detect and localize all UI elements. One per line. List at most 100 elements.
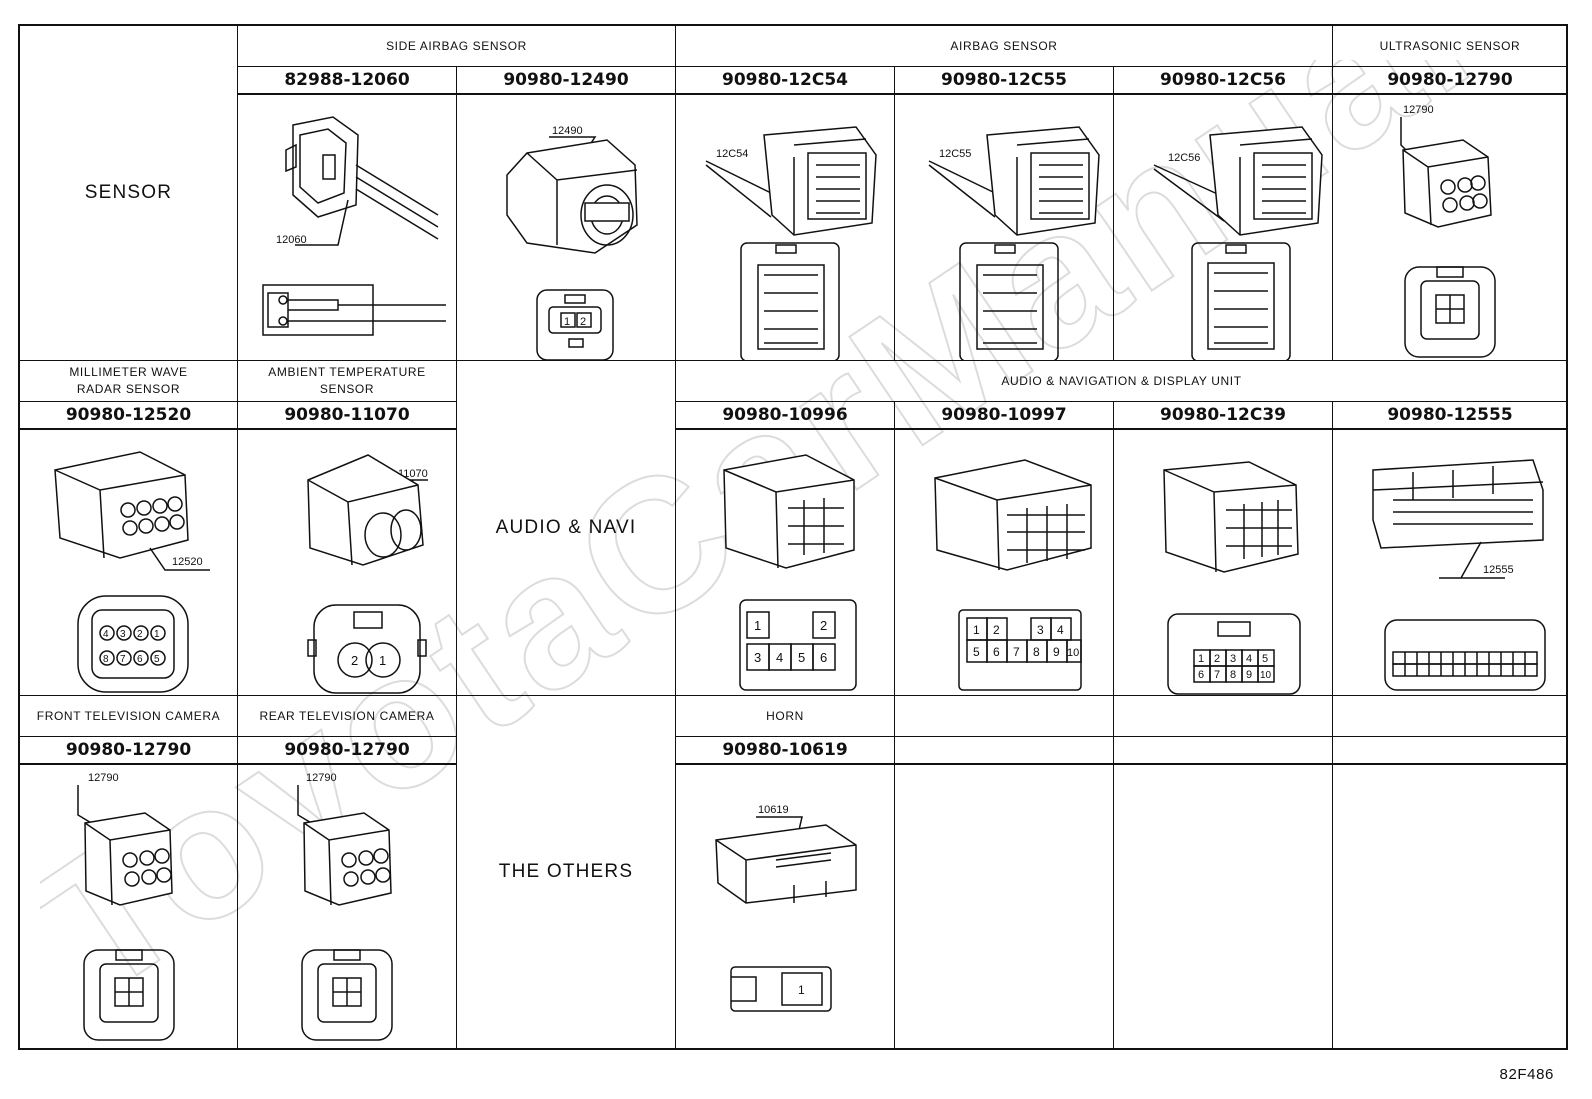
part-number-90980-12C39: 90980-12C39: [1114, 402, 1333, 430]
part-number-90980-12790: 90980-12790: [1333, 67, 1568, 95]
svg-text:2: 2: [820, 618, 827, 633]
empty-drawing-cell: [1114, 765, 1333, 1048]
svg-text:6: 6: [137, 654, 143, 665]
svg-text:4: 4: [776, 650, 783, 665]
svg-text:9: 9: [1246, 669, 1252, 681]
the-others-group-cell: THE OTHERS: [457, 696, 676, 1048]
svg-text:8: 8: [1033, 645, 1040, 659]
connector-drawing-12520: 12520 4 3 2 1 8 7 6 5: [20, 430, 238, 696]
ambient-temperature-heading: AMBIENT TEMPERATURE SENSOR: [238, 361, 457, 402]
svg-text:2: 2: [351, 653, 358, 668]
part-number-90980-12790-rear: 90980-12790: [238, 737, 457, 765]
callout-12060: 12060: [276, 234, 307, 246]
callout-12790-ultrasonic: 12790: [1403, 104, 1434, 116]
svg-text:5: 5: [973, 645, 980, 659]
svg-text:1: 1: [154, 629, 160, 640]
svg-text:8: 8: [103, 654, 109, 665]
empty-heading-cell: [895, 696, 1114, 737]
svg-text:4: 4: [103, 629, 109, 640]
callout-12490: 12490: [552, 125, 583, 137]
part-number-90980-12555: 90980-12555: [1333, 402, 1568, 430]
empty-heading-cell: [1333, 696, 1568, 737]
part-number-90980-12C55: 90980-12C55: [895, 67, 1114, 95]
part-number-90980-11070: 90980-11070: [238, 402, 457, 430]
connector-drawing-12060: 12060: [238, 95, 457, 361]
svg-text:1: 1: [564, 316, 570, 328]
empty-part-cell: [1114, 737, 1333, 765]
rear-television-camera-heading: REAR TELEVISION CAMERA: [238, 696, 457, 737]
connector-drawing-12790-ultrasonic: 12790: [1333, 95, 1568, 361]
connector-drawing-12790-rear: 12790: [238, 765, 457, 1048]
side-airbag-sensor-heading: SIDE AIRBAG SENSOR: [238, 26, 676, 67]
part-number-82988-12060: 82988-12060: [238, 67, 457, 95]
connector-drawing-10997: 1 2 3 4 5 6 7 8 9 10: [895, 430, 1114, 696]
part-number-90980-10997: 90980-10997: [895, 402, 1114, 430]
callout-10619: 10619: [758, 804, 789, 816]
connector-drawing-10619: 10619 1: [676, 765, 895, 1048]
svg-text:7: 7: [120, 654, 126, 665]
svg-text:10: 10: [1260, 670, 1272, 681]
front-television-camera-heading: FRONT TELEVISION CAMERA: [20, 696, 238, 737]
part-number-90980-12C56: 90980-12C56: [1114, 67, 1333, 95]
connector-drawing-12C55: 12C55: [895, 95, 1114, 361]
part-number-90980-12520: 90980-12520: [20, 402, 238, 430]
svg-text:9: 9: [1053, 645, 1060, 659]
svg-text:6: 6: [820, 650, 827, 665]
connector-drawing-11070: 11070 2 1: [238, 430, 457, 696]
airbag-sensor-heading: AIRBAG SENSOR: [676, 26, 1333, 67]
svg-text:3: 3: [754, 650, 761, 665]
svg-text:2: 2: [1214, 653, 1220, 665]
callout-12555: 12555: [1483, 564, 1514, 576]
empty-drawing-cell: [1333, 765, 1568, 1048]
part-number-90980-10619: 90980-10619: [676, 737, 895, 765]
connector-table: SENSOR SIDE AIRBAG SENSOR AIRBAG SENSOR …: [18, 24, 1568, 1050]
svg-text:3: 3: [1230, 653, 1236, 665]
svg-text:3: 3: [120, 629, 126, 640]
audio-navi-group-cell: AUDIO & NAVI: [457, 361, 676, 696]
connector-drawing-12555: 12555: [1333, 430, 1568, 696]
svg-text:2: 2: [580, 316, 586, 328]
svg-text:1: 1: [973, 623, 980, 637]
svg-text:7: 7: [1214, 669, 1220, 681]
svg-text:1: 1: [379, 653, 386, 668]
svg-text:6: 6: [1198, 669, 1204, 681]
millimeter-wave-radar-heading: MILLIMETER WAVE RADAR SENSOR: [20, 361, 238, 402]
connector-drawing-12490: 12490 1 2: [457, 95, 676, 361]
svg-text:1: 1: [754, 618, 761, 633]
svg-text:5: 5: [798, 650, 805, 665]
callout-12790-rear: 12790: [306, 772, 337, 784]
svg-text:4: 4: [1246, 653, 1252, 665]
connector-drawing-12C54: 12C54: [676, 95, 895, 361]
connector-drawing-12C39: 1 2 3 4 5 6 7 8 9 10: [1114, 430, 1333, 696]
empty-heading-cell: [1114, 696, 1333, 737]
connector-drawing-12790-front: 12790: [20, 765, 238, 1048]
svg-text:1: 1: [1198, 653, 1204, 665]
svg-text:4: 4: [1057, 623, 1064, 637]
svg-text:3: 3: [1037, 623, 1044, 637]
svg-text:1: 1: [798, 983, 805, 997]
figure-code: 82F486: [1499, 1066, 1554, 1083]
callout-12790-front: 12790: [88, 772, 119, 784]
svg-text:5: 5: [154, 654, 160, 665]
horn-heading: HORN: [676, 696, 895, 737]
connector-drawing-12C56: 12C56: [1114, 95, 1333, 361]
part-number-90980-12C54: 90980-12C54: [676, 67, 895, 95]
part-number-90980-12790-front: 90980-12790: [20, 737, 238, 765]
ultrasonic-sensor-heading: ULTRASONIC SENSOR: [1333, 26, 1568, 67]
svg-text:8: 8: [1230, 669, 1236, 681]
connector-drawing-10996: 1 2 3 4 5 6: [676, 430, 895, 696]
sensor-group-cell: SENSOR: [20, 26, 238, 361]
audio-navigation-display-heading: AUDIO & NAVIGATION & DISPLAY UNIT: [676, 361, 1568, 402]
callout-12C54: 12C54: [716, 148, 748, 160]
svg-text:2: 2: [137, 629, 143, 640]
svg-text:5: 5: [1262, 653, 1268, 665]
empty-part-cell: [1333, 737, 1568, 765]
part-number-90980-10996: 90980-10996: [676, 402, 895, 430]
callout-12C55: 12C55: [939, 148, 971, 160]
callout-12C56: 12C56: [1168, 152, 1200, 164]
svg-text:10: 10: [1067, 647, 1079, 659]
empty-part-cell: [895, 737, 1114, 765]
sensor-group-label: SENSOR: [84, 182, 173, 203]
svg-text:2: 2: [993, 623, 1000, 637]
part-number-90980-12490: 90980-12490: [457, 67, 676, 95]
